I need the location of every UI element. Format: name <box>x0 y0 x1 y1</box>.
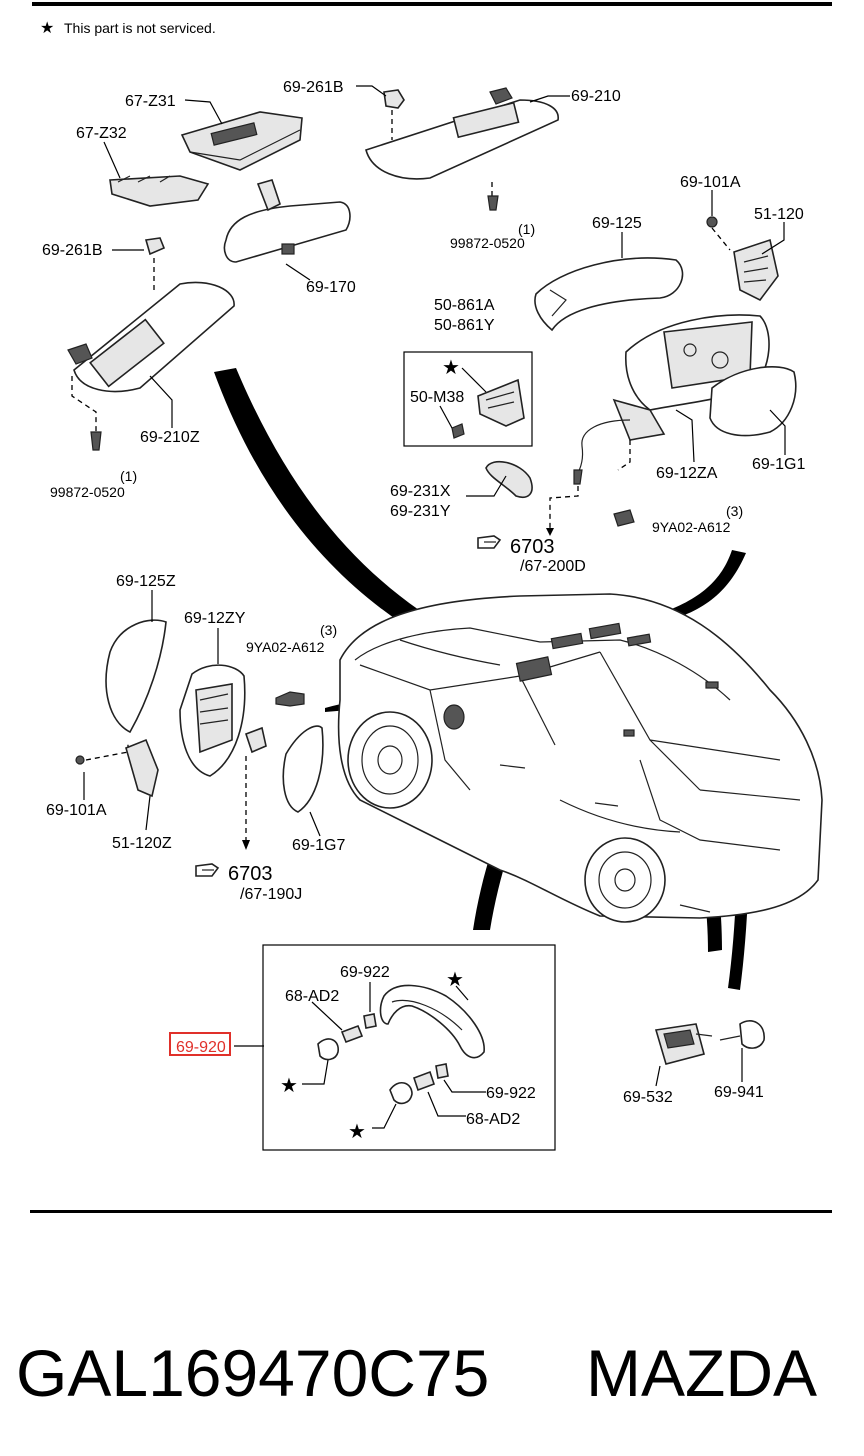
swoosh-handle-to-car <box>473 705 580 930</box>
part-69-12zy-mirror-housing <box>179 664 267 840</box>
highlight-box-69-920 <box>169 1032 231 1056</box>
top-rule <box>32 2 832 6</box>
label-50-861a: 50-861A <box>434 297 495 314</box>
part-69-210z-sunvisor <box>67 281 235 451</box>
label-69-261b-top: 69-261B <box>283 79 344 96</box>
part-69-261b-clip-left <box>144 237 166 290</box>
label-69-125z: 69-125Z <box>116 573 176 590</box>
footer-brand: MAZDA <box>586 1336 817 1410</box>
part-69-1g7-mirror-glass <box>282 725 324 813</box>
label-50-861y: 50-861Y <box>434 317 495 334</box>
label-69-532: 69-532 <box>623 1089 673 1106</box>
part-69-941-switch <box>719 1020 765 1049</box>
part-69-920-assist-handle <box>379 984 485 1059</box>
label-69-101a-top: 69-101A <box>680 174 741 191</box>
box-50-861-group <box>403 351 533 447</box>
arrowhead-6703-2 <box>242 840 250 850</box>
star-marker-cap-bottom: ★ <box>348 1121 366 1143</box>
label-69-12za: 69-12ZA <box>656 465 718 482</box>
part-69-1g1-mirror-glass <box>709 366 797 437</box>
leader-lines <box>83 85 786 1129</box>
label-99872-top: 99872-0520 <box>450 235 525 251</box>
label-69-12zy: 69-12ZY <box>184 610 246 627</box>
footer-part-number: GAL169470C75 <box>16 1336 489 1410</box>
label-69-922-bottom: 69-922 <box>486 1085 536 1102</box>
label-69-231y: 69-231Y <box>390 503 451 520</box>
label-69-210: 69-210 <box>571 88 621 105</box>
label-9ya02-left-qty: (3) <box>320 622 337 638</box>
part-69-261b-clip-top <box>383 89 405 109</box>
part-69-125z-mirror-cover <box>105 619 167 734</box>
label-69-922-top: 69-922 <box>340 964 390 981</box>
note-star: ★ <box>40 20 54 37</box>
part-69-101a-screw-top <box>706 216 731 251</box>
ref-arrow-icon-2 <box>195 863 220 877</box>
part-69-922-clip-top <box>363 1013 377 1029</box>
label-ref2-sub: /67-190J <box>240 886 302 903</box>
label-69-920: 69-920 <box>176 1039 226 1056</box>
label-69-231x: 69-231X <box>390 483 451 500</box>
label-99872-left-qty: (1) <box>120 468 137 484</box>
ref-arrow-icon-1 <box>477 535 502 549</box>
label-9ya02-right-qty: (3) <box>726 503 743 519</box>
star-marker-cap-left: ★ <box>280 1075 298 1097</box>
label-ref2-number: 6703 <box>228 863 273 885</box>
label-50-m38: 50-M38 <box>410 389 464 406</box>
note-text: This part is not serviced. <box>64 20 216 36</box>
label-99872-left: 99872-0520 <box>50 484 125 500</box>
label-69-170: 69-170 <box>306 279 356 296</box>
part-67-z32-clip <box>109 175 210 207</box>
label-68-ad2-bottom: 68-AD2 <box>466 1111 520 1128</box>
part-50-861-garnish <box>439 367 525 439</box>
label-69-941: 69-941 <box>714 1084 764 1101</box>
label-9ya02-right: 9YA02-A612 <box>652 519 731 535</box>
part-51-120-cover <box>733 238 779 302</box>
part-51-120z-cover <box>125 738 159 798</box>
label-51-120: 51-120 <box>754 206 804 223</box>
label-69-210z: 69-210Z <box>140 429 200 446</box>
label-51-120z: 51-120Z <box>112 835 172 852</box>
part-cap-bottom <box>389 1082 413 1105</box>
label-67-z31: 67-Z31 <box>125 93 176 110</box>
part-69-231x-bracket <box>485 460 533 498</box>
swoosh-sunvisor-to-car <box>214 368 530 682</box>
part-69-101a-screw-left <box>75 744 129 765</box>
vehicle-outline <box>337 593 823 923</box>
box-69-920-group <box>262 944 556 1151</box>
part-69-210-sunvisor <box>365 87 559 211</box>
part-69-170-mirror <box>223 179 351 263</box>
arrowhead-6703-1 <box>546 528 554 536</box>
label-ref1-sub: /67-200D <box>520 558 586 575</box>
label-69-1g1: 69-1G1 <box>752 456 805 473</box>
label-69-261b-left: 69-261B <box>42 242 103 259</box>
part-9ya02-bolt-left <box>275 691 305 707</box>
part-69-125-mirror-cover <box>534 257 684 332</box>
part-67-z31-console <box>180 111 303 171</box>
label-68-ad2-top: 68-AD2 <box>285 988 339 1005</box>
label-69-101a-left: 69-101A <box>46 802 107 819</box>
part-68-ad2-clip-bottom <box>412 1070 436 1092</box>
label-99872-top-qty: (1) <box>518 221 535 237</box>
label-69-1g7: 69-1G7 <box>292 837 345 854</box>
label-67-z32: 67-Z32 <box>76 125 127 142</box>
star-marker-50-861: ★ <box>442 357 460 379</box>
part-cap-left <box>317 1038 339 1061</box>
swoosh-mirror-to-car <box>658 550 746 622</box>
bottom-rule <box>30 1210 832 1213</box>
part-68-ad2-clip-top <box>340 1024 364 1044</box>
label-69-125: 69-125 <box>592 215 642 232</box>
star-marker-handle: ★ <box>446 969 464 991</box>
label-9ya02-left: 9YA02-A612 <box>246 639 325 655</box>
part-69-922-clip-bottom <box>435 1063 449 1079</box>
label-ref1-number: 6703 <box>510 536 555 558</box>
part-69-532-connector <box>654 1023 713 1065</box>
